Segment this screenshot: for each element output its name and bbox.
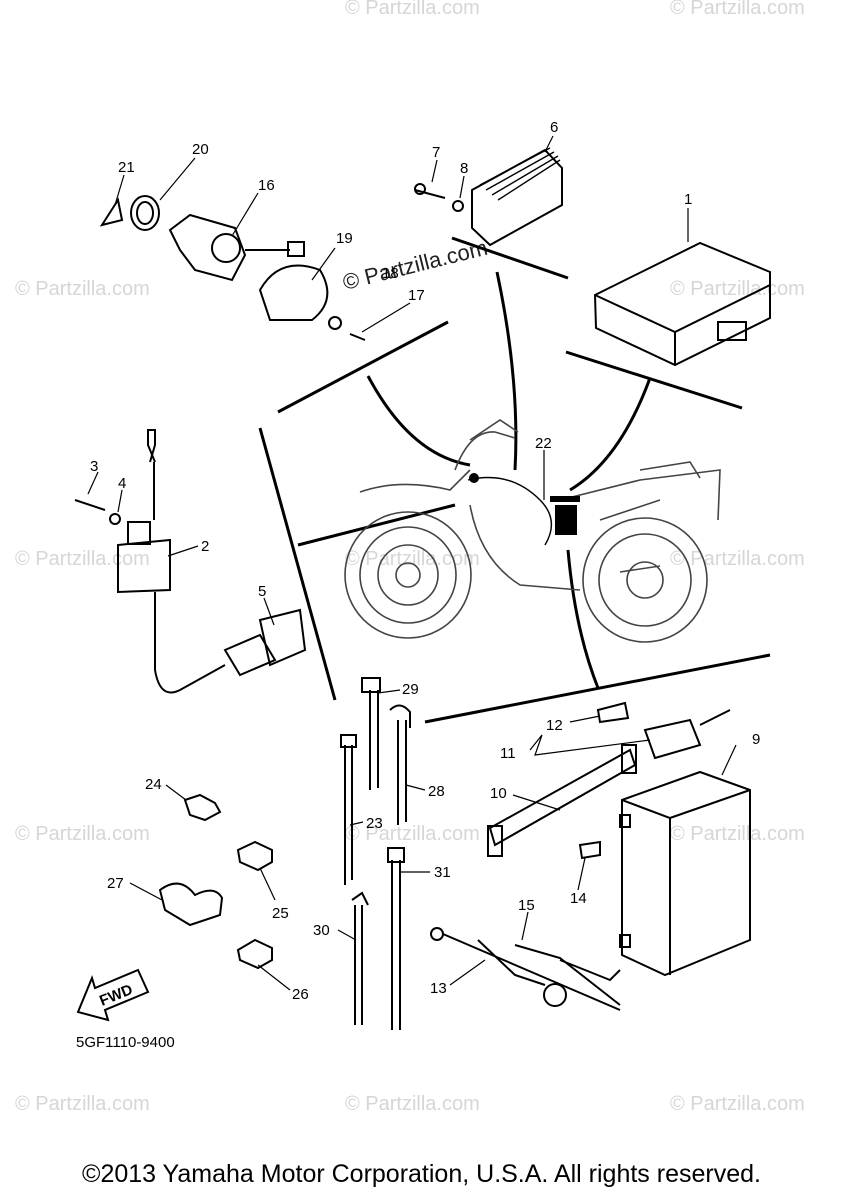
callout-25: 25	[272, 905, 289, 922]
callout-15: 15	[518, 897, 535, 914]
callout-1: 1	[684, 191, 692, 208]
callout-23: 23	[366, 815, 383, 832]
callout-8: 8	[460, 160, 468, 177]
callout-7: 7	[432, 144, 440, 161]
cable-ties	[340, 677, 411, 1030]
control-unit	[593, 241, 771, 367]
motorcycle-outline	[344, 419, 721, 643]
watermark-text: © Partzilla.com	[670, 0, 805, 19]
watermark-text: © Partzilla.com	[670, 823, 805, 845]
callout-6: 6	[550, 119, 558, 136]
callout-12: 12	[546, 717, 563, 734]
spark-plug-cap	[154, 608, 307, 694]
rectifier-regulator	[414, 147, 563, 247]
callout-26: 26	[292, 986, 309, 1003]
battery-leads	[430, 840, 621, 1011]
watermark-text: © Partzilla.com	[15, 278, 150, 300]
copyright-notice: ©2013 Yamaha Motor Corporation, U.S.A. A…	[82, 1160, 761, 1188]
watermark-text: © Partzilla.com	[15, 823, 150, 845]
section-dividers	[258, 236, 771, 724]
watermark-text: © Partzilla.com	[15, 548, 150, 570]
callout-numbers: 1 2 3 4 5 6 7 8 9 10 11 12 13 14 15 16 1…	[90, 119, 760, 1003]
callout-18: 18	[382, 265, 399, 282]
battery	[619, 770, 751, 977]
fuse-holder	[596, 701, 731, 760]
ignition-coil	[74, 429, 171, 670]
fwd-arrow-icon: FWD	[76, 968, 150, 1022]
callout-29: 29	[402, 681, 419, 698]
leader-lines	[87, 135, 737, 991]
watermark-text: © Partzilla.com	[345, 0, 480, 19]
callout-22: 22	[535, 435, 552, 452]
watermark-text: © Partzilla.com	[670, 278, 805, 300]
battery-band	[487, 744, 637, 857]
watermark-text: © Partzilla.com	[670, 1093, 805, 1115]
callout-3: 3	[90, 458, 98, 475]
callout-17: 17	[408, 287, 425, 304]
callout-9: 9	[752, 731, 760, 748]
callout-20: 20	[192, 141, 209, 158]
callout-27: 27	[107, 875, 124, 892]
callout-21: 21	[118, 159, 135, 176]
callout-4: 4	[118, 475, 126, 492]
callout-13: 13	[430, 980, 447, 997]
watermark-text: © Partzilla.com	[670, 548, 805, 570]
callout-24: 24	[145, 776, 162, 793]
main-switch	[99, 195, 366, 341]
callout-16: 16	[258, 177, 275, 194]
wire-clamps	[158, 793, 273, 970]
callout-30: 30	[313, 922, 330, 939]
callout-19: 19	[336, 230, 353, 247]
callout-5: 5	[258, 583, 266, 600]
callout-10: 10	[490, 785, 507, 802]
callout-14: 14	[570, 890, 587, 907]
watermark-text: © Partzilla.com	[345, 548, 480, 570]
watermark-text: © Partzilla.com	[15, 1093, 150, 1115]
callout-28: 28	[428, 783, 445, 800]
callout-11: 11	[500, 745, 516, 762]
callout-31: 31	[434, 864, 451, 881]
callout-2: 2	[201, 538, 209, 555]
watermark-text: © Partzilla.com	[345, 823, 480, 845]
watermark-text: © Partzilla.com	[345, 1093, 480, 1115]
diagram-code: 5GF1110-9400	[76, 1034, 175, 1051]
